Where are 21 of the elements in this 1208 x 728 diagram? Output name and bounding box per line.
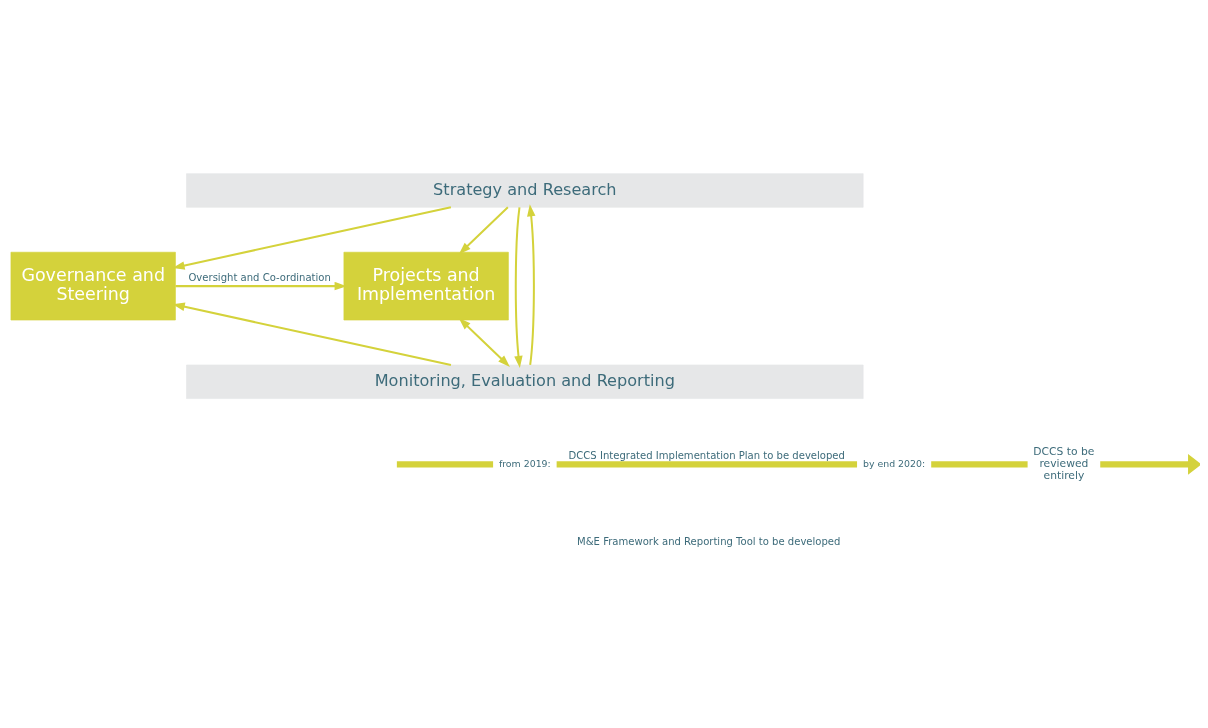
arrow — [175, 281, 347, 291]
connector — [556, 461, 858, 468]
arrow — [458, 317, 510, 367]
arrow — [172, 206, 452, 270]
arrow — [172, 302, 452, 366]
node-text: from 2019: — [498, 457, 551, 469]
arrow — [458, 206, 509, 255]
node-text: by end 2020: — [862, 457, 926, 469]
node-box: Governance and Steering — [10, 251, 176, 321]
node-box: Strategy and Research — [186, 173, 864, 208]
arrow — [514, 207, 523, 368]
connector — [931, 461, 1028, 468]
connector — [396, 461, 494, 468]
node-text: DCCS to be reviewed entirely — [1033, 444, 1095, 482]
arrow — [527, 204, 536, 366]
node-box: Monitoring, Evaluation and Reporting — [186, 364, 864, 399]
arrow — [1100, 453, 1200, 475]
edge-label: DCCS Integrated Implementation Plan to be developed — [568, 449, 845, 461]
label: M&E Framework and Reporting Tool to be developed — [577, 535, 841, 547]
edge-label: Oversight and Co-ordination — [188, 271, 331, 283]
node-box: Projects and Implementation — [343, 251, 509, 321]
